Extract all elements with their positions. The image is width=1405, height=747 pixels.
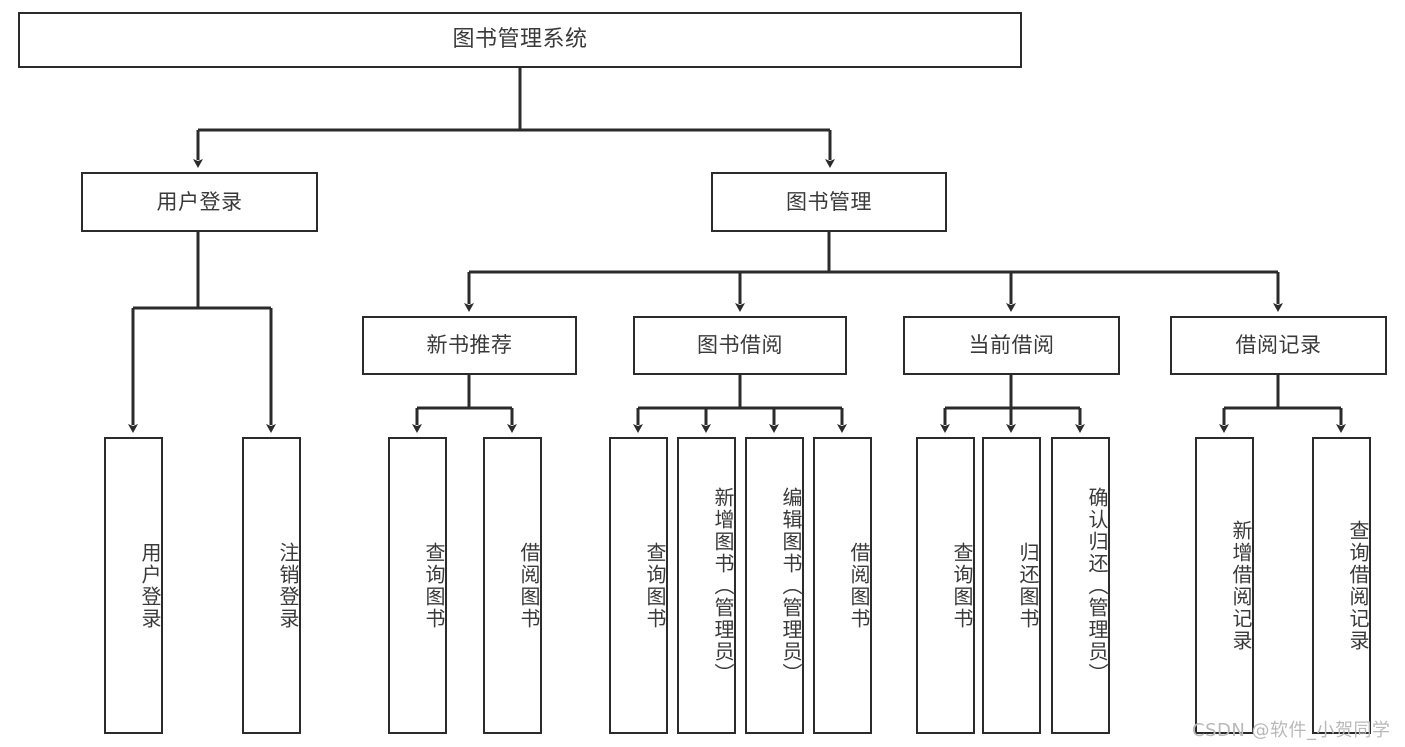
node-book-management[interactable]: 图书管理 bbox=[711, 172, 947, 232]
leaf-label: 查询图书 bbox=[950, 541, 974, 630]
leaf-add-borrow-record[interactable]: 新增借阅记录 bbox=[1195, 437, 1254, 734]
leaf-label: 新增借阅记录 bbox=[1229, 519, 1253, 652]
leaf-label: 查询借阅记录 bbox=[1346, 519, 1370, 652]
leaf-label: 查询图书 bbox=[422, 541, 446, 630]
leaf-label: 确认归还（管理员） bbox=[1085, 486, 1109, 685]
leaf-query-book-new[interactable]: 查询图书 bbox=[388, 437, 447, 734]
node-borrow-record[interactable]: 借阅记录 bbox=[1170, 316, 1387, 375]
leaf-borrow-book[interactable]: 借阅图书 bbox=[813, 437, 872, 734]
leaf-add-book-admin[interactable]: 新增图书（管理员） bbox=[677, 437, 736, 734]
node-root-system[interactable]: 图书管理系统 bbox=[18, 12, 1022, 68]
leaf-return-book[interactable]: 归还图书 bbox=[982, 437, 1041, 734]
leaf-logout[interactable]: 注销登录 bbox=[242, 437, 301, 734]
leaf-label: 编辑图书（管理员） bbox=[779, 486, 803, 685]
node-book-borrow[interactable]: 图书借阅 bbox=[633, 316, 847, 375]
leaf-label: 新增图书（管理员） bbox=[711, 486, 735, 685]
leaf-label: 用户登录 bbox=[138, 541, 162, 630]
leaf-label: 查询图书 bbox=[643, 541, 667, 630]
leaf-label: 借阅图书 bbox=[847, 541, 871, 630]
leaf-query-book-borrow[interactable]: 查询图书 bbox=[609, 437, 668, 734]
leaf-query-book-current[interactable]: 查询图书 bbox=[916, 437, 975, 734]
leaf-label: 借阅图书 bbox=[517, 541, 541, 630]
leaf-borrow-book-new[interactable]: 借阅图书 bbox=[483, 437, 542, 734]
leaf-confirm-return-admin[interactable]: 确认归还（管理员） bbox=[1051, 437, 1110, 734]
node-current-borrow[interactable]: 当前借阅 bbox=[903, 316, 1120, 375]
leaf-query-borrow-record[interactable]: 查询借阅记录 bbox=[1312, 437, 1371, 734]
leaf-user-login[interactable]: 用户登录 bbox=[104, 437, 163, 734]
node-new-book-recommend[interactable]: 新书推荐 bbox=[362, 316, 577, 375]
leaf-label: 归还图书 bbox=[1016, 541, 1040, 630]
node-user-login[interactable]: 用户登录 bbox=[81, 172, 318, 232]
csdn-watermark: CSDN @软件_小贺同学 bbox=[1192, 720, 1391, 741]
leaf-edit-book-admin[interactable]: 编辑图书（管理员） bbox=[745, 437, 804, 734]
leaf-label: 注销登录 bbox=[276, 541, 300, 630]
